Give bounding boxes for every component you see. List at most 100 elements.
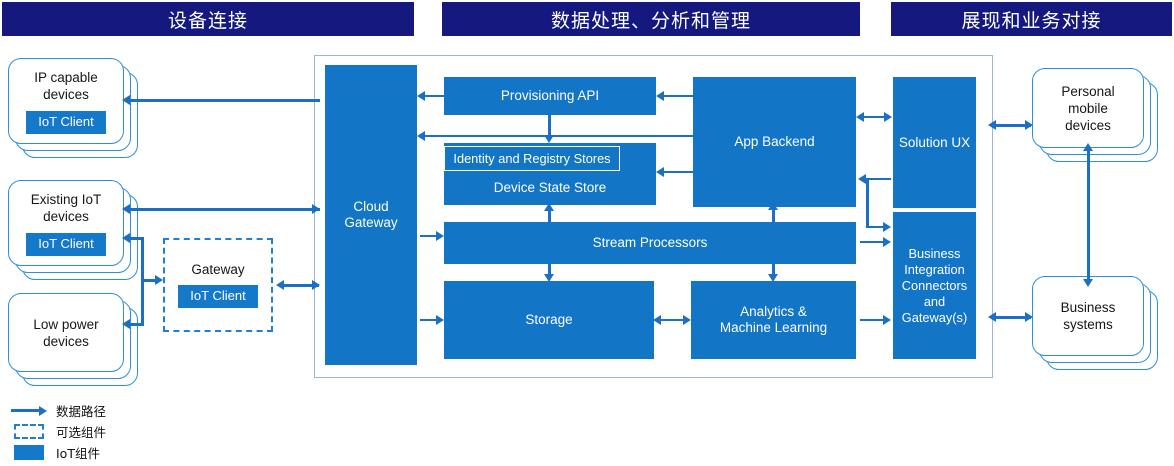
block-identity-registry-stores[interactable]: Identity and Registry Stores <box>444 146 620 171</box>
arrow-trunk-to-gateway-head <box>155 274 163 285</box>
arrow-solutionux-personalmobile-head-left <box>988 119 996 130</box>
arrow-solutionux-bic-line-h <box>866 225 888 229</box>
arrow-streamproc-appbackend-head <box>768 202 778 210</box>
arrow-gateway-cloudgateway-line <box>283 283 319 287</box>
arrow-gateway-cloudgateway-head-left <box>276 279 284 290</box>
block-label: Stream Processors <box>592 235 708 250</box>
optional-gateway-box[interactable]: Gateway IoT Client <box>163 238 273 332</box>
data-path-arrow-icon <box>8 402 50 420</box>
device-stack-low-power[interactable]: Low power devices <box>8 293 138 388</box>
device-card-body: Low power devices <box>8 293 124 372</box>
arrow-solutionux-personalmobile-line <box>995 123 1031 127</box>
arrow-streamproc-storage-line <box>548 264 551 275</box>
arrow-existingiot-cloudgateway-head-left <box>122 203 130 214</box>
block-label: Identity and Registry Stores <box>453 151 611 166</box>
card-front <box>1032 68 1144 148</box>
block-label: Analytics & Machine Learning <box>719 304 828 335</box>
arrow-storage-analytics-line <box>658 318 688 322</box>
arrow-trunk-to-gateway-line <box>141 278 157 282</box>
arrow-solutionux-appbackend-head <box>858 173 866 184</box>
legend: 数据路径 可选组件 IoT组件 <box>8 400 106 463</box>
arrow-appbackend-provisioning-head <box>656 90 664 101</box>
block-label: Provisioning API <box>500 88 600 103</box>
arrow-streamproc-analytics-head <box>768 274 778 282</box>
block-analytics-machine-learning[interactable]: Analytics & Machine Learning <box>691 281 856 359</box>
legend-label: IoT组件 <box>56 446 100 461</box>
arrow-gateway-lowpower-line <box>130 322 144 326</box>
device-stack-existing-iot[interactable]: Existing IoT devices IoT Client <box>8 180 138 280</box>
arrow-solutionux-elbow-vertical <box>866 177 869 228</box>
block-label: Storage <box>525 312 573 327</box>
block-label: Solution UX <box>898 134 971 150</box>
arrow-bic-businesssystems-line <box>995 315 1031 319</box>
arrow-streamproc-storage-head <box>544 274 554 282</box>
arrow-solutionux-bic-head <box>883 221 891 232</box>
presentation-label: Personal mobile devices <box>1061 83 1115 133</box>
arrow-analytics-bic-head <box>883 314 891 325</box>
arrow-provisioning-identity-line <box>548 115 551 136</box>
block-solution-ux[interactable]: Solution UX <box>893 77 976 208</box>
section-header-label: 数据处理、分析和管理 <box>550 10 751 32</box>
arrow-streamproc-bic-line <box>860 240 888 244</box>
section-header-label: 设备连接 <box>167 10 248 32</box>
arrow-cloudgateway-storage-head <box>436 314 444 325</box>
iot-client-badge: IoT Client <box>26 232 106 256</box>
arrow-streamproc-bic-head <box>883 236 891 247</box>
block-cloud-gateway[interactable]: Cloud Gateway <box>325 65 417 365</box>
block-label: Business Integration Connectors and Gate… <box>901 245 968 325</box>
arrow-cloudgateway-streamproc-head <box>436 230 444 241</box>
section-header-data-platform: 数据处理、分析和管理 <box>442 2 860 36</box>
arrow-appbackend-devicestate-head <box>656 166 664 177</box>
arrow-analytics-bic-line <box>860 318 888 322</box>
device-label: Low power devices <box>33 316 99 349</box>
legend-item-data-path: 数据路径 <box>8 400 106 421</box>
legend-label: 数据路径 <box>56 404 107 419</box>
presentation-stack-personal-mobile-devices[interactable]: Personal mobile devices <box>1032 68 1172 173</box>
arrow-provisioning-cloudgateway-line <box>425 94 445 98</box>
presentation-stack-business-systems[interactable]: Business systems <box>1032 276 1172 381</box>
legend-label: 可选组件 <box>56 425 107 440</box>
section-header-label: 展现和业务对接 <box>961 10 1102 32</box>
arrow-provisioning-identity-head <box>544 135 554 143</box>
presentation-card-body: Business systems <box>1032 276 1144 356</box>
arrow-storage-analytics-head-left <box>653 314 661 325</box>
arrow-appbackend-cloudgateway-head <box>417 130 425 141</box>
presentation-card-body: Personal mobile devices <box>1032 68 1144 148</box>
arrow-appbackend-provisioning-line <box>663 94 693 98</box>
arrow-streamproc-devicestate-line <box>548 210 551 223</box>
arrow-appbackend-solutionux-line <box>861 115 889 119</box>
block-app-backend[interactable]: App Backend <box>693 77 856 207</box>
arrow-existingiot-cloudgateway-head-right <box>312 203 320 214</box>
arrow-appbackend-cloudgateway-line <box>425 134 693 138</box>
block-business-integration-connectors[interactable]: Business Integration Connectors and Gate… <box>893 212 976 359</box>
iot-component-icon <box>8 444 50 462</box>
arrow-gateway-cloudgateway-head-right <box>312 279 320 290</box>
arrow-gateway-lowpower-head <box>122 318 130 329</box>
device-stack-ip-capable[interactable]: IP capable devices IoT Client <box>8 58 138 158</box>
arrow-existingiot-gateway-line-h <box>130 236 144 240</box>
gateway-label: Gateway <box>191 262 245 277</box>
arrow-bic-businesssystems-head-left <box>988 311 996 322</box>
legend-item-optional-component: 可选组件 <box>8 421 106 442</box>
legend-item-iot-component: IoT组件 <box>8 442 106 463</box>
block-label: Cloud Gateway <box>344 199 398 230</box>
arrow-cloudgateway-streamproc-line <box>420 234 438 238</box>
card-front <box>8 293 124 372</box>
arrow-ipdevices-cloudgateway-head <box>122 94 130 105</box>
arrow-cloudgateway-storage-line <box>420 318 438 322</box>
arrow-appbackend-solutionux-head-right <box>884 111 892 122</box>
device-card-body: Existing IoT devices IoT Client <box>8 180 124 266</box>
block-provisioning-api[interactable]: Provisioning API <box>444 77 656 115</box>
arrow-appbackend-devicestate-line <box>663 170 693 174</box>
arrow-personalmobile-businesssystems-head-up <box>1083 143 1093 151</box>
arrow-storage-analytics-head-right <box>683 314 691 325</box>
iot-client-badge: IoT Client <box>178 285 258 308</box>
arrow-personalmobile-businesssystems-line <box>1087 150 1091 280</box>
block-storage[interactable]: Storage <box>444 281 654 359</box>
optional-component-icon <box>8 423 50 441</box>
arrow-solutionux-appbackend-line-h <box>866 177 891 181</box>
block-label: Device State Store <box>493 180 607 195</box>
presentation-label: Business systems <box>1060 300 1116 332</box>
block-stream-processors[interactable]: Stream Processors <box>444 222 856 264</box>
